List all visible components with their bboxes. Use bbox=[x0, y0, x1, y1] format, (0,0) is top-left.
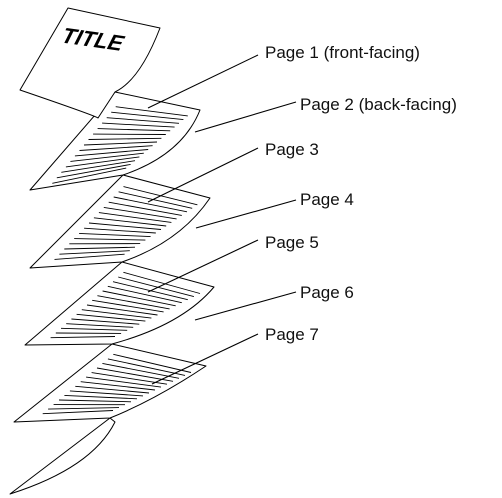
text-rule-line bbox=[58, 399, 132, 403]
text-rule-line bbox=[97, 295, 170, 310]
text-rule-line bbox=[96, 367, 174, 382]
label-page-2: Page 2 (back-facing) bbox=[300, 95, 457, 114]
text-rule-line bbox=[59, 250, 130, 255]
leader-page-7 bbox=[151, 333, 259, 385]
sheet-page-1-2 bbox=[29, 91, 201, 191]
text-rule-line bbox=[50, 336, 116, 339]
text-rule-line bbox=[48, 407, 120, 410]
text-rule-line bbox=[56, 163, 131, 179]
label-page-5: Page 5 bbox=[265, 233, 319, 252]
text-rule-line bbox=[88, 222, 162, 230]
text-rule-line bbox=[92, 299, 164, 313]
text-rule-line bbox=[118, 191, 193, 209]
leader-page-6 bbox=[194, 291, 297, 321]
text-rule-line bbox=[86, 304, 158, 316]
text-rule-line bbox=[123, 271, 201, 294]
text-rule-line bbox=[79, 232, 151, 238]
text-rule-line bbox=[42, 410, 114, 415]
text-rule-line bbox=[69, 390, 144, 397]
sheet-back-cover bbox=[9, 417, 116, 495]
text-rule-line bbox=[107, 358, 186, 376]
text-rule-line bbox=[102, 290, 176, 307]
sheet-page-5-6-lines bbox=[50, 271, 201, 339]
text-rule-line bbox=[98, 212, 172, 223]
sheet-page-7 bbox=[13, 343, 207, 423]
text-rule-line bbox=[103, 206, 177, 220]
text-rule-line bbox=[86, 376, 162, 388]
text-rule-line bbox=[113, 353, 192, 373]
text-rule-line bbox=[83, 141, 158, 146]
text-rule-line bbox=[66, 323, 134, 328]
text-rule-line bbox=[97, 128, 171, 132]
sheet-page-3-4 bbox=[29, 174, 211, 269]
text-rule-line bbox=[75, 385, 150, 394]
text-rule-line bbox=[102, 122, 175, 128]
label-page-3: Page 3 bbox=[265, 140, 319, 159]
text-rule-line bbox=[108, 201, 182, 216]
text-rule-line bbox=[84, 227, 156, 234]
text-rule-line bbox=[60, 327, 128, 331]
text-rule-line bbox=[71, 318, 140, 325]
text-rule-line bbox=[80, 381, 156, 391]
text-rule-line bbox=[93, 217, 167, 227]
text-rule-line bbox=[64, 394, 138, 400]
text-rule-line bbox=[52, 167, 127, 184]
label-page-1: Page 1 (front-facing) bbox=[265, 43, 420, 62]
text-rule-line bbox=[74, 238, 146, 241]
text-rule-line bbox=[74, 149, 149, 157]
leader-page-4 bbox=[195, 199, 297, 229]
text-rule-line bbox=[64, 246, 136, 250]
text-rule-line bbox=[88, 137, 162, 140]
text-rule-line bbox=[111, 111, 184, 121]
text-rule-line bbox=[70, 152, 144, 162]
leader-page-2 bbox=[194, 101, 297, 133]
label-page-7: Page 7 bbox=[265, 325, 319, 344]
text-rule-line bbox=[76, 313, 146, 322]
leader-page-5 bbox=[147, 239, 259, 293]
sheet-page-1-2-lines bbox=[52, 106, 188, 184]
text-rule-line bbox=[113, 196, 188, 213]
text-rule-line bbox=[79, 145, 153, 151]
title-sheet bbox=[19, 7, 161, 119]
text-rule-line bbox=[81, 309, 152, 319]
label-page-6: Page 6 bbox=[300, 283, 354, 302]
text-rule-line bbox=[115, 106, 188, 117]
text-rule-line bbox=[54, 253, 125, 260]
sheet-page-7-lines bbox=[42, 353, 192, 415]
leader-page-1 bbox=[147, 54, 259, 109]
label-page-4: Page 4 bbox=[300, 190, 354, 209]
text-rule-line bbox=[118, 276, 195, 298]
leader-page-3 bbox=[147, 147, 259, 203]
text-rule-line bbox=[107, 285, 182, 304]
text-rule-line bbox=[65, 156, 140, 168]
text-rule-line bbox=[102, 362, 180, 379]
text-rule-line bbox=[106, 117, 180, 124]
text-rule-line bbox=[61, 160, 136, 173]
